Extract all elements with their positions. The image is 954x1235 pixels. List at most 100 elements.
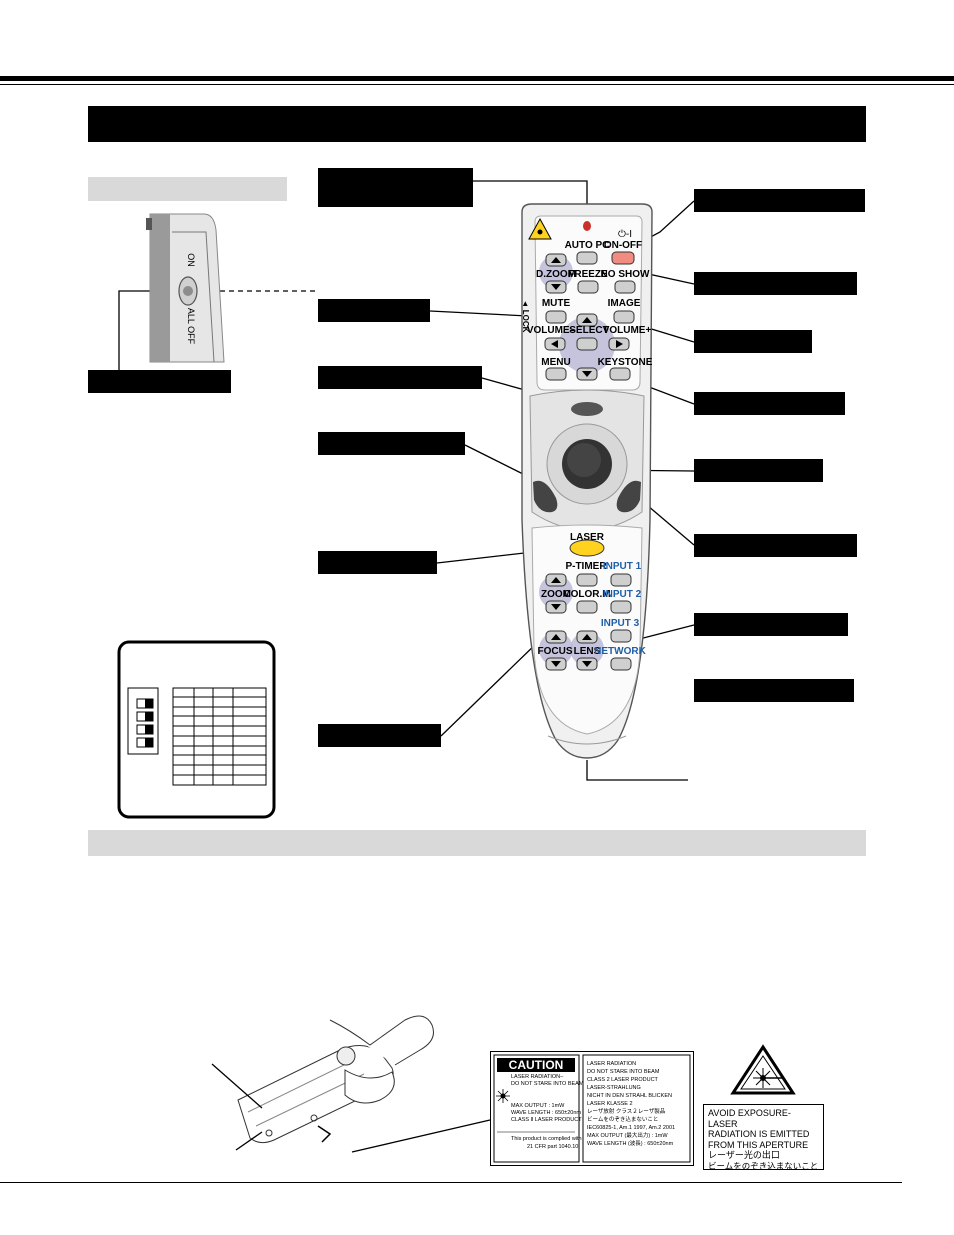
caution-right-line: MAX OUTPUT (最大出力) : 1mW — [587, 1131, 668, 1139]
up-arrow-icon — [582, 317, 592, 323]
mute-label: MUTE — [542, 298, 571, 309]
up-arrow-icon — [551, 634, 561, 640]
callout-auto-pc-button — [694, 272, 857, 295]
lock-side-label: ◄ LOCK — [521, 300, 530, 333]
keystone-button[interactable] — [609, 367, 631, 381]
caution-spec-2: WAVE LENGTH : 650±20nm — [511, 1110, 581, 1116]
caution-spec-3: CLASS Ⅱ LASER PRODUCT — [511, 1117, 582, 1123]
callout-on-off-button — [694, 189, 865, 212]
network-button[interactable] — [610, 657, 632, 671]
down-arrow-icon — [582, 661, 592, 667]
callout-pointer-pad — [694, 459, 823, 482]
subsection-band — [88, 830, 866, 856]
callout-laser-indicator — [318, 168, 473, 207]
volume-plus-label: VOLUME+ — [603, 325, 652, 336]
callout-laser-button — [318, 551, 437, 574]
no-show-button[interactable] — [614, 280, 636, 294]
on-off-button[interactable] — [611, 251, 635, 265]
caution-right-line: LASER-STRAHLUNG — [587, 1085, 641, 1091]
laser-indicator-lamp — [583, 221, 591, 231]
callout-image-button — [694, 330, 812, 353]
caution-right-line: LASER KLASSE 2 — [587, 1101, 633, 1107]
aperture-line: ビームをのぞき込まないこと — [708, 1160, 819, 1171]
input3-label: INPUT 3 — [601, 618, 640, 629]
network-label: NETWORK — [594, 646, 646, 657]
caution-compliance-2: 21 CFR part 1040.10 — [527, 1144, 578, 1150]
down-arrow-icon — [551, 661, 561, 667]
remote-lower-buttons: LASER P-TIMER INPUT 1 ZOOM COLOR.M INPUT… — [538, 532, 647, 671]
mute-button[interactable] — [545, 310, 567, 324]
input3-button[interactable] — [610, 629, 632, 643]
auto-pc-button[interactable] — [576, 251, 598, 265]
focus-label: FOCUS — [538, 646, 573, 657]
image-button[interactable] — [613, 310, 635, 324]
menu-label: MENU — [541, 357, 570, 368]
caution-spec-1: MAX OUTPUT : 1mW — [511, 1103, 565, 1109]
side-switch-view: ON ALL OFF — [146, 213, 225, 363]
right-click-button[interactable] — [616, 480, 641, 513]
callout-right-click — [694, 534, 857, 557]
aperture-line: レーザー光の出口 — [708, 1150, 780, 1160]
caution-right-line: NICHT IN DEN STRAHL BLICKEN — [587, 1093, 672, 1099]
menu-button[interactable] — [545, 367, 567, 381]
freeze-label: FREEZE — [568, 269, 608, 280]
input2-label: INPUT 2 — [603, 589, 642, 600]
callout-top-button — [318, 366, 482, 389]
aperture-line: RADIATION IS EMITTED — [708, 1129, 810, 1139]
subsection-tab — [88, 177, 287, 201]
callout-network-button — [694, 679, 854, 702]
keystone-label: KEYSTONE — [598, 357, 653, 368]
laser-label: LASER — [570, 532, 605, 543]
caution-left-line-2: DO NOT STARE INTO BEAM — [511, 1081, 584, 1087]
volume-minus-label: VOLUME– — [527, 325, 576, 336]
caution-right-line: DO NOT STARE INTO BEAM — [587, 1069, 660, 1075]
color-m-button[interactable] — [576, 600, 598, 614]
freeze-button[interactable] — [577, 280, 599, 294]
color-m-label: COLOR.M — [563, 589, 610, 600]
select-label: SELECT — [569, 325, 608, 336]
caution-compliance-1: This product is complied with — [511, 1136, 582, 1142]
aperture-line: FROM THIS APERTURE — [708, 1139, 809, 1150]
on-off-label: ON-OFF — [604, 240, 642, 251]
no-show-label: NO SHOW — [601, 269, 650, 280]
callout-keystone-button — [694, 392, 845, 415]
code-table-grid — [172, 687, 267, 786]
down-arrow-icon — [551, 284, 561, 290]
input1-label: INPUT 1 — [603, 561, 642, 572]
caution-right-line: ビームをのぞき込まないこと — [587, 1115, 658, 1123]
section-title-bar — [88, 106, 866, 142]
select-button[interactable] — [576, 337, 598, 351]
laser-warning-icon — [528, 217, 552, 240]
power-symbol: ⏻-I — [618, 229, 632, 240]
switch-on-label: ON — [186, 253, 196, 267]
image-label: IMAGE — [608, 298, 641, 309]
remote-top-buttons: ⏻-I AUTO PC ON-OFF D.ZOOM FREEZE NO SHOW… — [521, 217, 653, 381]
caution-left-line-1: LASER RADIATION– — [511, 1074, 564, 1080]
dzoom-label: D.ZOOM — [536, 269, 576, 280]
aperture-warning-label: AVOID EXPOSURE-LASER RADIATION IS EMITTE… — [703, 1104, 824, 1171]
input1-button[interactable] — [610, 573, 632, 587]
up-arrow-icon — [551, 577, 561, 583]
left-click-button[interactable] — [533, 480, 558, 513]
hand-with-remote-illustration — [237, 1015, 434, 1144]
callout-switch — [88, 370, 231, 393]
auto-pc-label: AUTO PC — [565, 240, 610, 251]
aperture-line: AVOID EXPOSURE-LASER — [708, 1108, 791, 1129]
down-arrow-icon — [582, 371, 592, 377]
caution-label: CAUTION LASER RADIATION– DO NOT STARE IN… — [490, 1051, 694, 1166]
right-arrow-icon — [616, 340, 623, 348]
up-arrow-icon — [582, 634, 592, 640]
p-timer-label: P-TIMER — [565, 561, 607, 572]
laser-button[interactable] — [569, 539, 605, 557]
laser-hazard-icon — [730, 1044, 796, 1095]
p-timer-button[interactable] — [576, 573, 598, 587]
down-arrow-icon — [551, 604, 561, 610]
caution-right-line: IEC60825-1, Am.1 1997, Am.2 2001 — [587, 1125, 675, 1131]
input2-button[interactable] — [610, 600, 632, 614]
code-table-box — [117, 640, 276, 819]
up-arrow-icon — [551, 257, 561, 263]
top-mouse-button[interactable] — [571, 402, 603, 416]
caution-right-line: WAVE LENGTH (波長) : 650±20nm — [587, 1139, 674, 1147]
footer-rule — [0, 1182, 902, 1183]
